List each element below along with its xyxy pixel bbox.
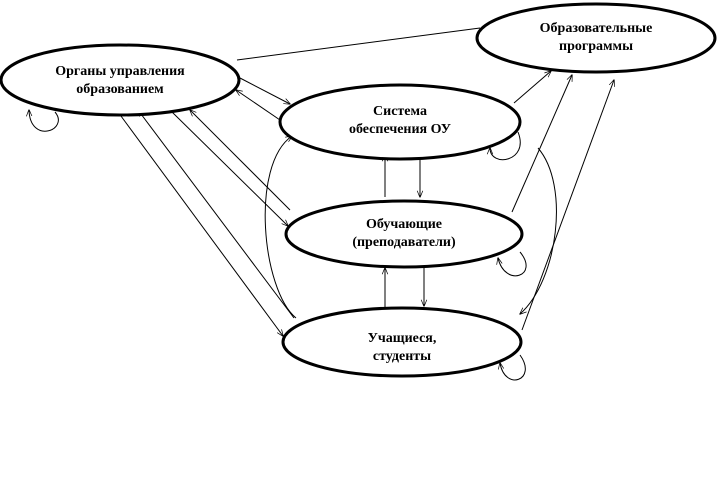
- node-teachers: Обучающие (преподаватели): [284, 199, 524, 269]
- self-loop-management: [29, 110, 59, 132]
- edge-support-to-students-curve: [520, 147, 557, 314]
- node-programs-label-line1: Образовательные: [540, 21, 653, 36]
- edge-management-to-teachers: [171, 111, 288, 226]
- self-loop-teachers: [498, 251, 527, 277]
- node-management-shape: [0, 43, 241, 117]
- node-students-shape: [281, 306, 523, 378]
- node-management-label-line1: Органы управления: [55, 64, 185, 79]
- node-students-label-line1: Учащиеся,: [368, 331, 437, 346]
- node-teachers-label-line2: (преподаватели): [352, 235, 456, 250]
- edge-management-to-students: [117, 111, 283, 336]
- self-loop-support: [490, 131, 521, 161]
- edge-students-to-management: [138, 110, 295, 319]
- node-programs-label-line2: программы: [559, 39, 633, 54]
- edge-students-to-programs: [521, 80, 614, 331]
- node-programs-shape: [475, 2, 717, 74]
- node-support-shape: [278, 83, 522, 161]
- node-students: Учащиеся, студенты: [281, 306, 523, 378]
- edge-support-to-programs: [513, 71, 551, 104]
- edge-students-to-support-curve: [264, 136, 297, 319]
- edge-support-to-management: [236, 90, 281, 121]
- node-students-label-line2: студенты: [373, 349, 431, 364]
- edges: [29, 27, 614, 381]
- edge-management-programs: [236, 27, 481, 61]
- node-management-label-line2: образованием: [76, 82, 164, 97]
- edge-management-to-support: [239, 77, 290, 104]
- node-programs: Образовательные программы: [475, 2, 717, 74]
- edge-teachers-to-management: [190, 110, 291, 211]
- node-support-label-line2: обеспечения ОУ: [349, 122, 451, 137]
- edge-teachers-to-programs: [511, 75, 572, 213]
- node-support: Система обеспечения ОУ: [278, 83, 522, 161]
- node-management: Органы управления образованием: [0, 43, 241, 117]
- node-support-label-line1: Система: [373, 104, 427, 119]
- node-teachers-label-line1: Обучающие: [366, 217, 442, 232]
- self-loop-students: [500, 354, 526, 381]
- node-teachers-shape: [284, 199, 524, 269]
